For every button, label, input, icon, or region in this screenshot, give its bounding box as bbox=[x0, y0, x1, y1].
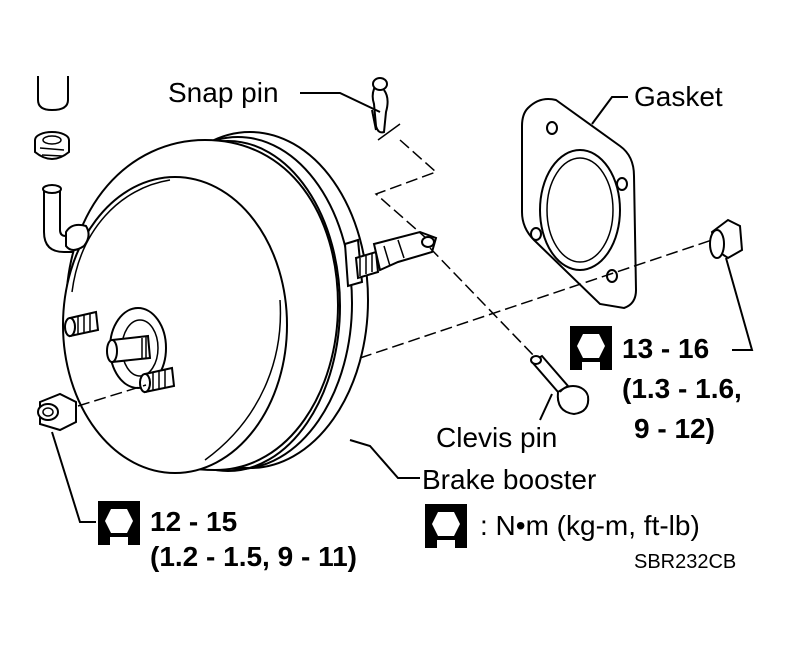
hose-clamp bbox=[34, 131, 70, 160]
torque-right-line2: (1.3 - 1.6, bbox=[622, 373, 742, 404]
flange-nut-right bbox=[709, 218, 744, 260]
leader-lines bbox=[51, 92, 754, 523]
alignment-lines bbox=[77, 123, 713, 407]
torque-right-line1: 13 - 16 bbox=[622, 333, 709, 364]
torque-wrench-icon bbox=[570, 326, 612, 370]
torque-wrench-icon bbox=[425, 504, 467, 548]
vacuum-hose bbox=[37, 76, 69, 112]
torque-wrench-icon bbox=[98, 501, 140, 545]
legend-units: : N•m (kg-m, ft-lb) bbox=[480, 510, 700, 541]
label-brake-booster: Brake booster bbox=[422, 464, 596, 495]
flange-nut-left bbox=[37, 392, 77, 432]
gasket bbox=[521, 98, 638, 310]
torque-left-line1: 12 - 15 bbox=[150, 506, 237, 537]
brake-booster bbox=[62, 131, 369, 474]
input-rod-clevis bbox=[343, 230, 438, 288]
label-clevis-pin: Clevis pin bbox=[436, 422, 557, 453]
torque-right-line3: 9 - 12) bbox=[634, 413, 715, 444]
torque-left-line2: (1.2 - 1.5, 9 - 11) bbox=[150, 541, 357, 572]
figure-code: SBR232CB bbox=[634, 551, 736, 573]
snap-pin bbox=[371, 77, 389, 134]
label-snap-pin: Snap pin bbox=[168, 77, 279, 108]
label-gasket: Gasket bbox=[634, 81, 723, 112]
clevis-pin bbox=[530, 354, 590, 416]
